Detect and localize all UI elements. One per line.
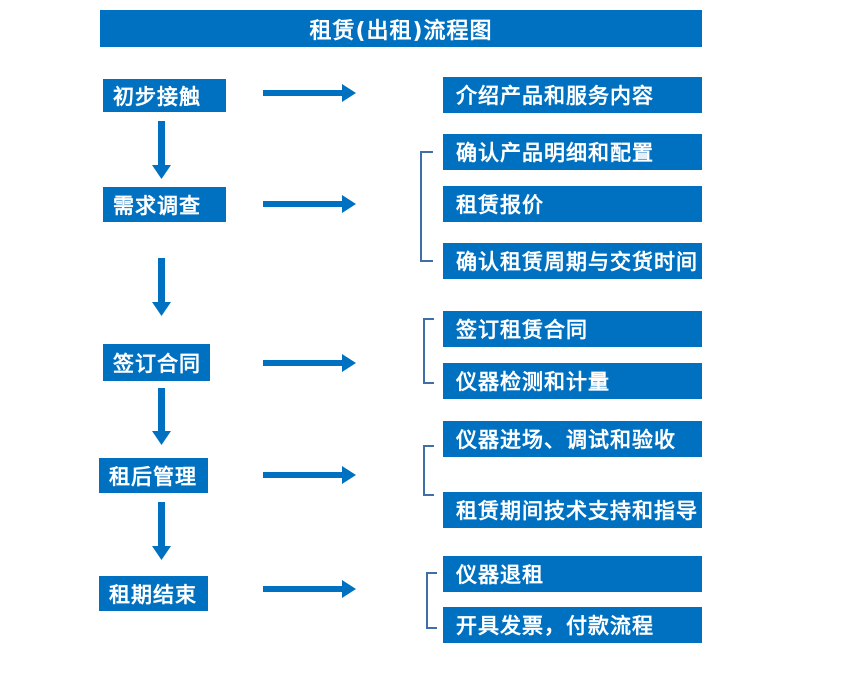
output-box-instrument-setup-acceptance: 仪器进场、调试和验收: [443, 421, 702, 457]
arrow-right-1: [263, 84, 356, 102]
bracket-stage-5: [426, 572, 437, 629]
arrow-right-2: [263, 195, 356, 213]
output-box-rental-quotation: 租赁报价: [443, 186, 702, 222]
arrow-down-4: [152, 502, 171, 560]
output-box-confirm-period-delivery: 确认租赁周期与交货时间: [443, 243, 702, 279]
bracket-stage-2: [420, 151, 433, 262]
arrow-right-3: [263, 354, 356, 372]
output-box-instrument-return: 仪器退租: [443, 556, 702, 592]
output-box-confirm-product-details: 确认产品明细和配置: [443, 134, 702, 170]
output-box-introduce-products: 介绍产品和服务内容: [443, 77, 702, 113]
bracket-stage-3: [423, 318, 434, 384]
bracket-stage-4: [423, 445, 434, 496]
output-box-instrument-testing: 仪器检测和计量: [443, 363, 702, 399]
stage-box-initial-contact: 初步接触: [103, 79, 226, 112]
arrow-down-2: [152, 258, 171, 316]
output-box-sign-rental-contract: 签订租赁合同: [443, 311, 702, 347]
arrow-down-3: [152, 388, 171, 445]
stage-box-rental-end: 租期结束: [99, 576, 208, 611]
stage-box-demand-survey: 需求调查: [103, 187, 226, 222]
stage-box-sign-contract: 签订合同: [103, 344, 210, 381]
output-box-technical-support: 租赁期间技术支持和指导: [443, 492, 702, 528]
diagram-title: 租赁(出租)流程图: [100, 10, 702, 47]
output-box-invoice-payment: 开具发票，付款流程: [443, 607, 702, 643]
stage-box-post-rental-management: 租后管理: [99, 458, 208, 493]
arrow-right-5: [263, 580, 356, 598]
arrow-right-4: [263, 466, 356, 484]
arrow-down-1: [152, 121, 171, 179]
